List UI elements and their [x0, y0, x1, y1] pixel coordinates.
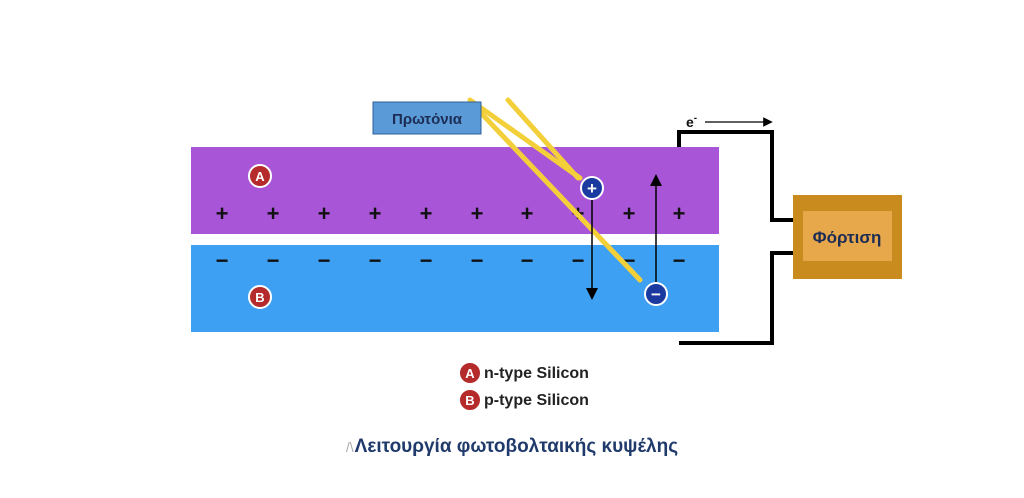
plus-sign: + — [623, 201, 636, 226]
photon-ray — [505, 97, 581, 181]
svg-text:A: A — [255, 169, 265, 184]
plus-sign: + — [216, 201, 229, 226]
photon-rays — [467, 97, 643, 283]
svg-text:Φόρτιση: Φόρτιση — [813, 228, 882, 247]
photon-ray — [477, 109, 643, 283]
svg-text:−: − — [651, 285, 661, 304]
plus-sign: + — [673, 201, 686, 226]
svg-text:A: A — [465, 366, 475, 381]
negative-charges-row: − − − − − − − − − − — [216, 248, 686, 273]
positive-charges-row: + + + + + + + + + + — [216, 201, 686, 226]
n-type-layer — [191, 147, 719, 234]
caption-text: Λειτουργία φωτοβολταικής κυψέλης — [354, 436, 679, 457]
legend-label: p-type Silicon — [484, 392, 589, 409]
layer-a-marker: A — [248, 164, 272, 188]
svg-text:Πρωτόνια: Πρωτόνια — [392, 111, 463, 128]
minus-sign: − — [318, 248, 331, 273]
photon-ray — [467, 97, 583, 181]
external-circuit — [677, 130, 795, 345]
minus-sign: − — [216, 248, 229, 273]
legend-item-a: A n-type Silicon — [458, 361, 589, 385]
legend-label: n-type Silicon — [484, 365, 589, 382]
minus-sign: − — [369, 248, 382, 273]
minus-sign: − — [471, 248, 484, 273]
minus-sign: − — [673, 248, 686, 273]
photon-label: Πρωτόνια — [372, 101, 482, 135]
minus-sign: − — [572, 248, 585, 273]
layer-b-marker: B — [248, 285, 272, 309]
minus-sign: − — [267, 248, 280, 273]
plus-sign: + — [369, 201, 382, 226]
electron-particle: − — [644, 282, 668, 306]
svg-text:e-: e- — [686, 113, 697, 130]
legend: A n-type Silicon B p-type Silicon — [458, 361, 589, 412]
svg-text:+: + — [587, 179, 597, 198]
plus-sign: + — [318, 201, 331, 226]
caption-prefix: /\ — [345, 439, 354, 455]
legend-item-b: B p-type Silicon — [458, 388, 589, 412]
plus-sign: + — [471, 201, 484, 226]
plus-sign: + — [267, 201, 280, 226]
load-box: Φόρτιση — [793, 195, 902, 279]
p-type-layer — [191, 245, 719, 332]
hole-particle: + — [580, 176, 604, 200]
svg-text:B: B — [465, 393, 474, 408]
electron-flow-indicator: e- — [686, 113, 773, 130]
svg-text:B: B — [255, 290, 264, 305]
minus-sign: − — [521, 248, 534, 273]
minus-sign: − — [420, 248, 433, 273]
figure-caption: /\Λειτουργία φωτοβολταικής κυψέλης — [0, 436, 1024, 458]
plus-sign: + — [420, 201, 433, 226]
plus-sign: + — [521, 201, 534, 226]
